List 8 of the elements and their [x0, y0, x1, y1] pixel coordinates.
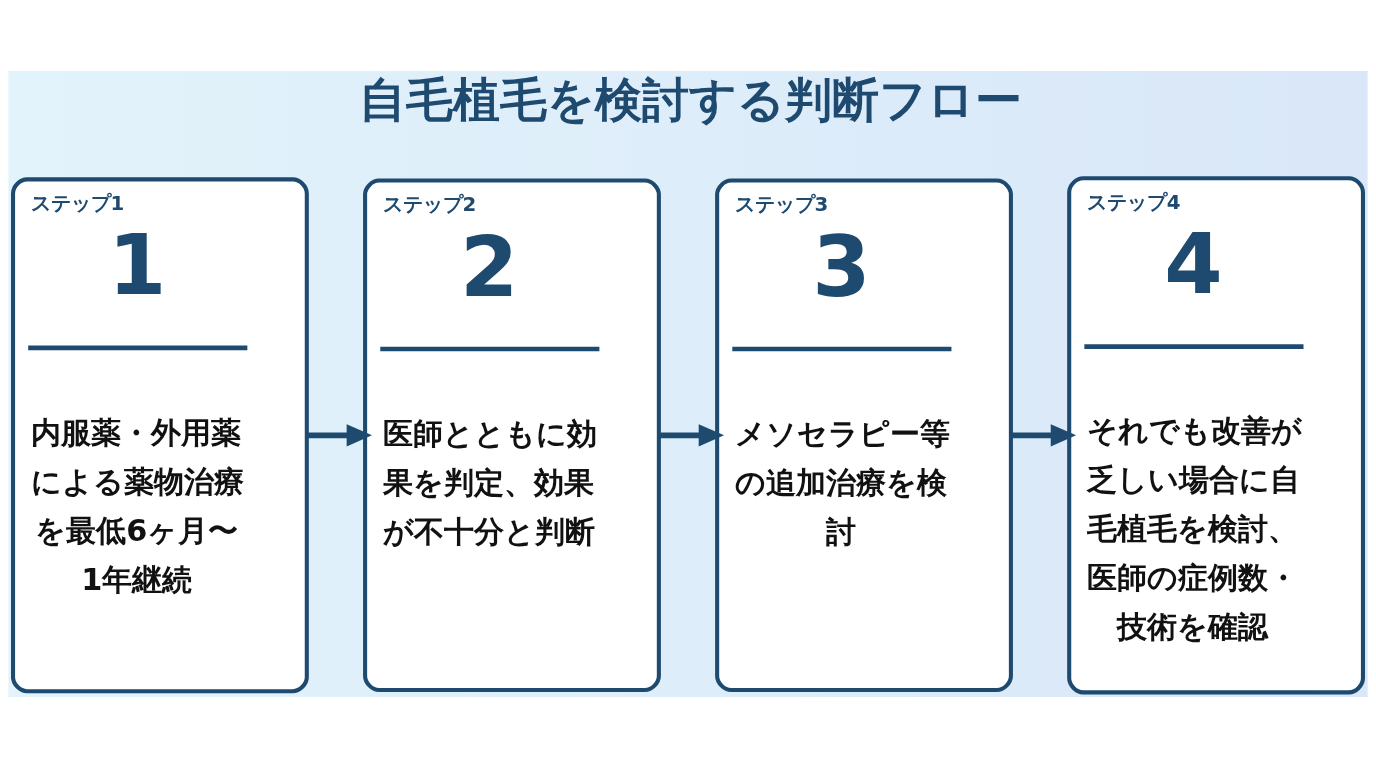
arrow [658, 424, 725, 447]
diagram-title: 自毛植毛を検討する判断フロー [358, 73, 1022, 128]
node-box: ステップ1 1 内服薬・外用薬による薬物治療を最低6ヶ月〜1年継続 [11, 177, 309, 694]
node-box: ステップ3 3 メソセラピー等の追加治療を検討 [715, 178, 1013, 693]
arrow [306, 424, 372, 447]
node-box: ステップ4 4 それでも改善が乏しい場合に自毛植毛を検討、医師の症例数・技術を確認 [1067, 176, 1365, 695]
node-box: ステップ2 2 医師とともに効果を判定、効果が不十分と判断 [363, 178, 661, 693]
arrow [1010, 424, 1077, 447]
